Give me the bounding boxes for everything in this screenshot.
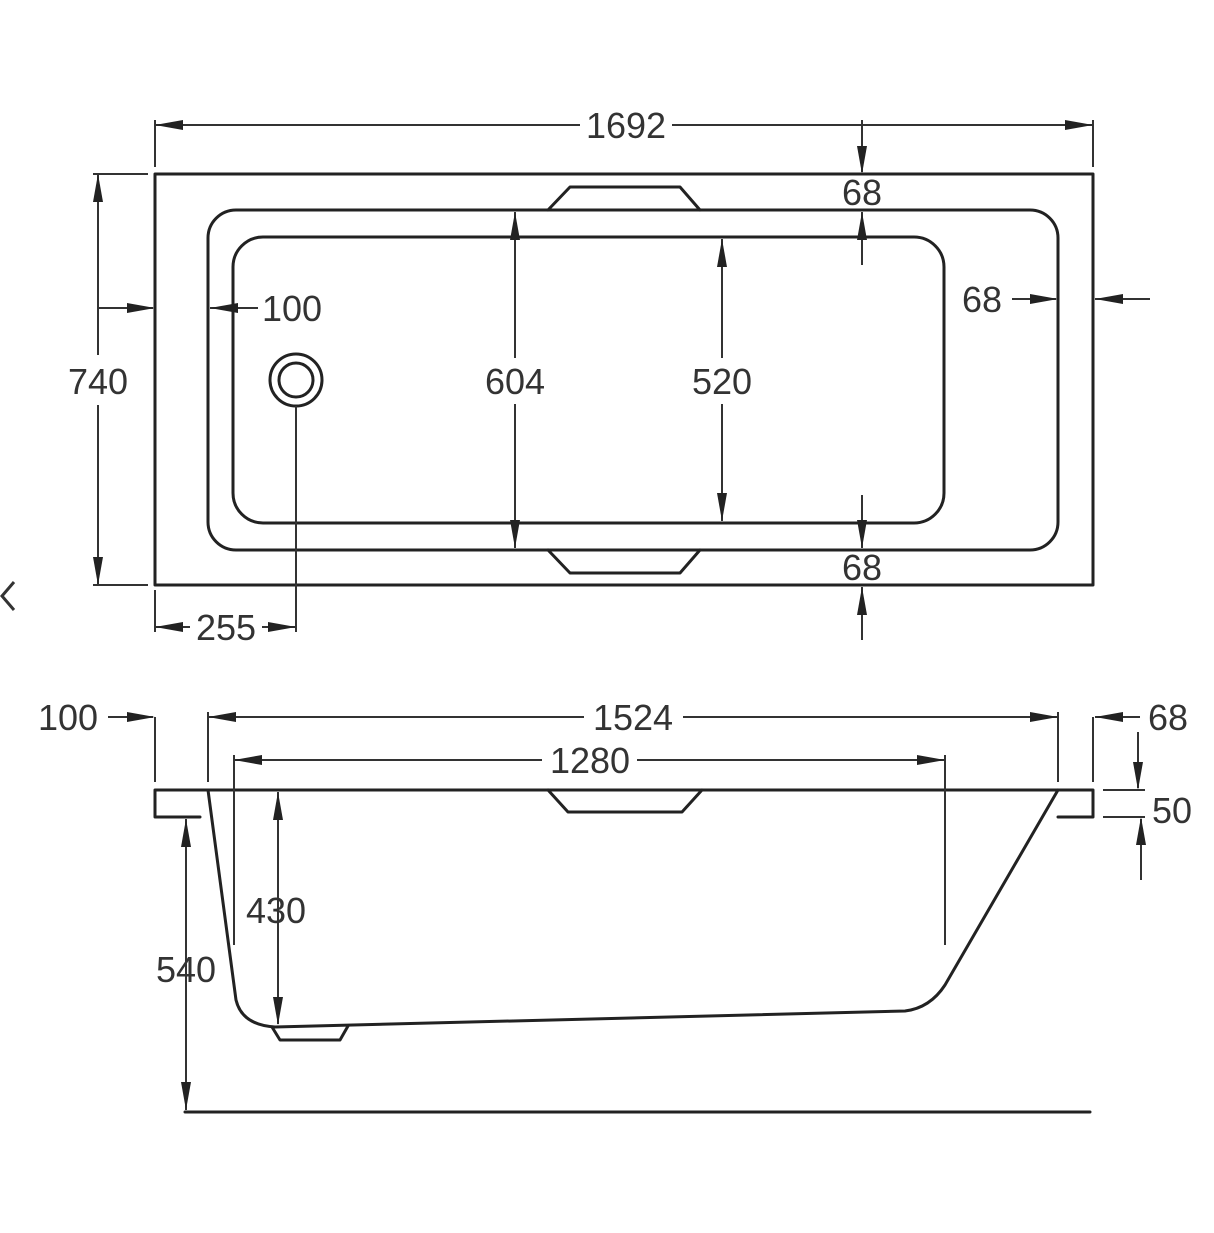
prev-button[interactable] <box>0 578 22 618</box>
side-foot <box>270 1024 350 1042</box>
plan-view: 1692 740 100 604 520 68 <box>68 105 1150 648</box>
side-left-rim: 100 <box>38 697 98 738</box>
chevron-left-icon <box>0 581 16 611</box>
plan-bath-base <box>231 235 946 525</box>
plan-inner-width-base: 520 <box>692 361 752 402</box>
side-handle <box>546 788 704 814</box>
plan-inner-width-rim: 604 <box>485 361 545 402</box>
plan-top-rim: 68 <box>842 172 882 213</box>
plan-left-rim: 100 <box>262 288 322 329</box>
side-tub-body <box>206 788 1060 1029</box>
side-overall-height: 540 <box>156 949 216 990</box>
side-view: 1524 1280 100 68 50 430 <box>38 697 1192 1114</box>
plan-waste-position: 255 <box>196 607 256 648</box>
plan-top-handle <box>546 185 702 212</box>
plan-overall-width: 740 <box>68 361 128 402</box>
plan-right-rim: 68 <box>962 279 1002 320</box>
waste-outlet-icon <box>268 352 324 408</box>
plan-overall-length: 1692 <box>586 105 666 146</box>
plan-bottom-rim: 68 <box>842 547 882 588</box>
side-right-rim: 68 <box>1148 697 1188 738</box>
side-top-length: 1524 <box>593 697 673 738</box>
plan-inner-rim <box>206 208 1060 552</box>
plan-bottom-handle <box>546 548 702 575</box>
plan-outer-rim <box>153 172 1095 587</box>
side-base-length: 1280 <box>550 740 630 781</box>
side-rim-thickness: 50 <box>1152 790 1192 831</box>
side-inner-depth: 430 <box>246 890 306 931</box>
side-rim <box>153 788 1095 819</box>
